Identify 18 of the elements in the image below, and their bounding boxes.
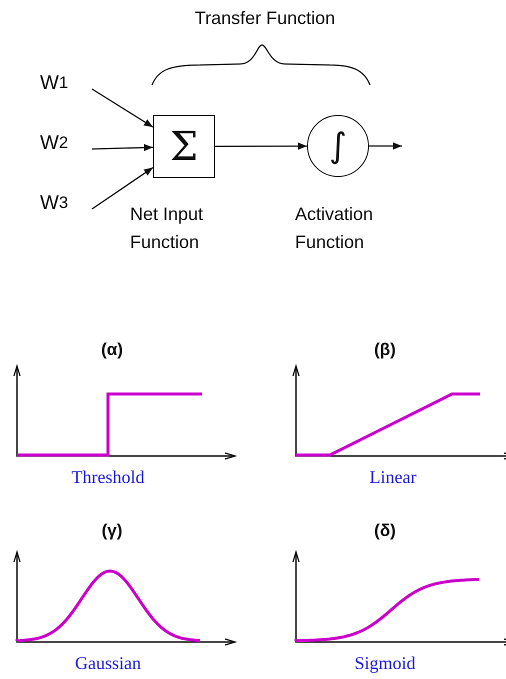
activation-circle: ∫ bbox=[307, 115, 369, 177]
function-caption: Net Input Function bbox=[130, 203, 204, 254]
summation-box: Σ bbox=[153, 115, 215, 178]
panel-letter: (γ) bbox=[100, 521, 124, 541]
function-name: Linear bbox=[368, 467, 418, 488]
arrow bbox=[369, 142, 402, 150]
function-name: Threshold bbox=[70, 467, 146, 488]
arrow bbox=[92, 88, 154, 128]
panel-letter: (δ) bbox=[373, 521, 397, 541]
arrow bbox=[92, 144, 154, 152]
panel-letter: (β) bbox=[373, 340, 397, 360]
function-name: Sigmoid bbox=[353, 653, 416, 674]
arrow bbox=[215, 142, 307, 150]
arrow bbox=[92, 167, 154, 210]
panel-letter: (α) bbox=[100, 340, 124, 360]
function-caption: Activation Function bbox=[295, 203, 374, 254]
heading: Transfer Function bbox=[194, 8, 336, 29]
function-name: Gaussian bbox=[74, 653, 142, 674]
